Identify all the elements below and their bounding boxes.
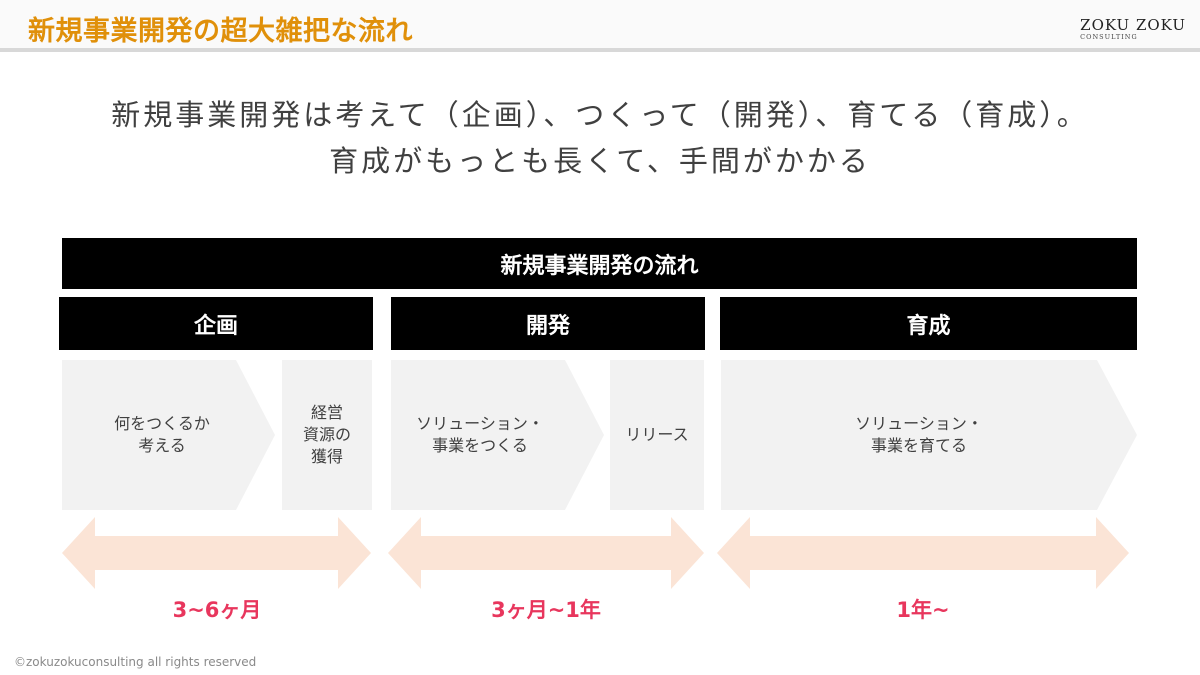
logo-main-text: ZOKU ZOKU — [1080, 16, 1186, 34]
duration-development: 3ヶ月~1年 — [491, 598, 601, 622]
duration-planning: 3~6ヶ月 — [172, 598, 262, 622]
phase-label: 育成 — [906, 313, 951, 339]
step-resource-acquisition: 経営 資源の 獲得 — [302, 403, 351, 466]
step-planning-ideation: 何をつくるか 考える — [114, 414, 210, 455]
step-chevron — [62, 360, 275, 510]
step-box — [610, 360, 704, 510]
step-grow-solution: ソリューション・ 事業を育てる — [855, 414, 983, 455]
lead-text-line-2: 育成がもっとも長くて、手間がかかる — [329, 144, 871, 178]
phase-header-development: 開発 — [391, 297, 705, 350]
step-chevron — [391, 360, 604, 510]
flow-title-bar: 新規事業開発の流れ — [62, 238, 1137, 289]
header-bar: 新規事業開発の超大雑把な流れ ZOKU ZOKU CONSULTING — [0, 0, 1200, 52]
duration-growth: 1年~ — [896, 598, 950, 622]
flow-title: 新規事業開発の流れ — [500, 253, 699, 279]
phase-label: 開発 — [525, 313, 570, 339]
copyright-notice: ©zokuzokuconsulting all rights reserved — [14, 655, 257, 669]
step-release: リリース — [625, 425, 689, 444]
phase-header-growth: 育成 — [720, 297, 1137, 350]
duration-double-arrow — [62, 517, 371, 589]
duration-double-arrow — [388, 517, 704, 589]
company-logo: ZOKU ZOKU CONSULTING — [1080, 16, 1186, 42]
logo-sub-text: CONSULTING — [1080, 33, 1138, 41]
lead-text-line-1: 新規事業開発は考えて（企画）、つくって（開発）、育てる（育成）。 — [111, 98, 1089, 132]
duration-double-arrow — [717, 517, 1129, 589]
slide-title: 新規事業開発の超大雑把な流れ — [28, 16, 413, 47]
step-build-solution: ソリューション・ 事業をつくる — [416, 414, 544, 455]
phase-header-planning: 企画 — [59, 297, 373, 350]
step-box — [282, 360, 372, 510]
step-chevron — [721, 360, 1137, 510]
phase-label: 企画 — [193, 313, 238, 339]
